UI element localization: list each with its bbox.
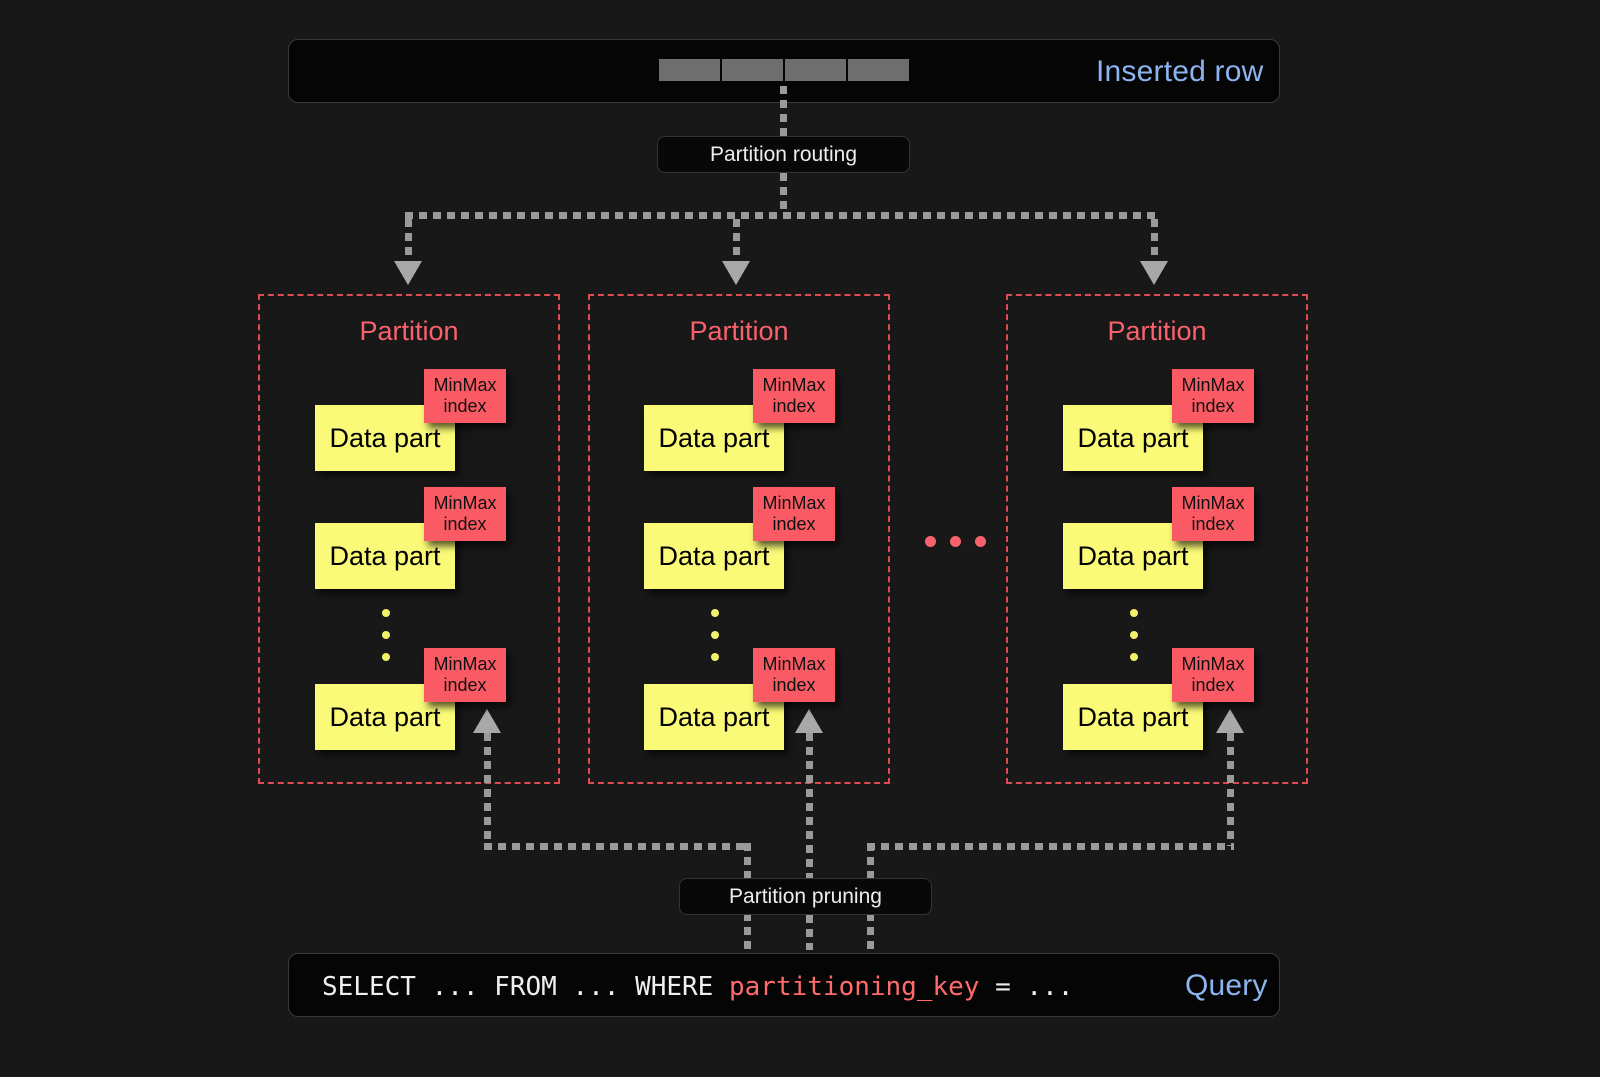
partition-pruning-label: Partition pruning <box>729 884 882 908</box>
partition-2: Partition <box>588 294 890 784</box>
minmax-line2: index <box>772 396 816 416</box>
minmax-line2: index <box>772 514 816 534</box>
partition-1-vertical-ellipsis <box>382 609 390 675</box>
query-sql-text: SELECT ... FROM ... WHERE partitioning_k… <box>322 972 1073 1002</box>
query-bar <box>288 953 1280 1017</box>
row-cell-4 <box>848 59 909 81</box>
minmax-line1: MinMax <box>433 492 497 513</box>
row-cell-2 <box>722 59 783 81</box>
ellipsis-dot <box>382 653 390 661</box>
data-part-label: Data part <box>329 540 441 571</box>
partition-1-data-part-1: Data part <box>315 405 455 471</box>
ellipsis-dot <box>382 609 390 617</box>
query-label: Query <box>1185 969 1268 1002</box>
partition-1-title: Partition <box>359 316 459 346</box>
minmax-line1: MinMax <box>1181 653 1245 674</box>
partitions-horizontal-ellipsis <box>925 536 986 547</box>
route-drop-3 <box>1151 219 1158 266</box>
prune-bus-right <box>867 843 1234 850</box>
partition-2-title: Partition <box>689 316 789 346</box>
ellipsis-dot <box>1130 653 1138 661</box>
data-part-label: Data part <box>1077 540 1189 571</box>
data-part-label: Data part <box>329 701 441 732</box>
route-arrow-2-icon <box>722 261 750 285</box>
minmax-line2: index <box>1191 514 1235 534</box>
data-part-label: Data part <box>329 422 441 453</box>
prune-bus-left <box>484 843 750 850</box>
data-part-label: Data part <box>1077 422 1189 453</box>
ellipsis-dot <box>1130 609 1138 617</box>
ellipsis-dot <box>1130 631 1138 639</box>
minmax-line1: MinMax <box>762 492 826 513</box>
query-prefix: SELECT ... FROM ... WHERE <box>322 972 729 1002</box>
route-line-routing-to-bus <box>780 173 787 215</box>
route-drop-2 <box>733 219 740 266</box>
data-part-label: Data part <box>658 540 770 571</box>
partition-3: Partition <box>1006 294 1308 784</box>
minmax-line1: MinMax <box>762 374 826 395</box>
minmax-line2: index <box>443 396 487 416</box>
ellipsis-dot <box>711 631 719 639</box>
minmax-line1: MinMax <box>762 653 826 674</box>
partition-3-title: Partition <box>1107 316 1207 346</box>
partition-routing-label: Partition routing <box>709 142 858 166</box>
partition-1: Partition <box>258 294 560 784</box>
row-cell-3 <box>785 59 846 81</box>
partition-2-vertical-ellipsis <box>711 609 719 675</box>
route-drop-1 <box>405 219 412 266</box>
minmax-line1: MinMax <box>1181 374 1245 395</box>
prune-line-3-vertical <box>1227 733 1234 846</box>
prune-arrow-1-icon <box>473 709 501 733</box>
partition-3-data-part-2: Data part <box>1063 523 1203 589</box>
ellipsis-dot <box>975 536 986 547</box>
route-bus-horizontal <box>405 212 1158 219</box>
minmax-line2: index <box>443 675 487 695</box>
minmax-line1: MinMax <box>433 653 497 674</box>
data-part-label: Data part <box>1077 701 1189 732</box>
minmax-line1: MinMax <box>1181 492 1245 513</box>
partition-routing-box: Partition routing <box>657 136 910 173</box>
minmax-line2: index <box>1191 675 1235 695</box>
query-partitioning-key: partitioning_key <box>729 972 980 1002</box>
ellipsis-dot <box>925 536 936 547</box>
minmax-line2: index <box>1191 396 1235 416</box>
data-part-label: Data part <box>658 422 770 453</box>
prune-arrow-3-icon <box>1216 709 1244 733</box>
route-line-row-to-routing <box>780 86 787 136</box>
minmax-line2: index <box>443 514 487 534</box>
route-arrow-1-icon <box>394 261 422 285</box>
prune-line-1-vertical <box>484 733 491 846</box>
minmax-line1: MinMax <box>433 374 497 395</box>
partition-3-data-part-3: Data part <box>1063 684 1203 750</box>
prune-line-2-vertical <box>806 733 813 950</box>
inserted-row-label: Inserted row <box>1096 55 1264 88</box>
prune-arrow-2-icon <box>795 709 823 733</box>
ellipsis-dot <box>711 609 719 617</box>
ellipsis-dot <box>382 631 390 639</box>
row-cell-1 <box>659 59 720 81</box>
minmax-line2: index <box>772 675 816 695</box>
ellipsis-dot <box>950 536 961 547</box>
ellipsis-dot <box>711 653 719 661</box>
route-arrow-3-icon <box>1140 261 1168 285</box>
partition-3-vertical-ellipsis <box>1130 609 1138 675</box>
inserted-row-cells <box>659 59 909 81</box>
query-suffix: = ... <box>979 972 1074 1002</box>
data-part-label: Data part <box>658 701 770 732</box>
partition-pruning-box: Partition pruning <box>679 878 932 915</box>
